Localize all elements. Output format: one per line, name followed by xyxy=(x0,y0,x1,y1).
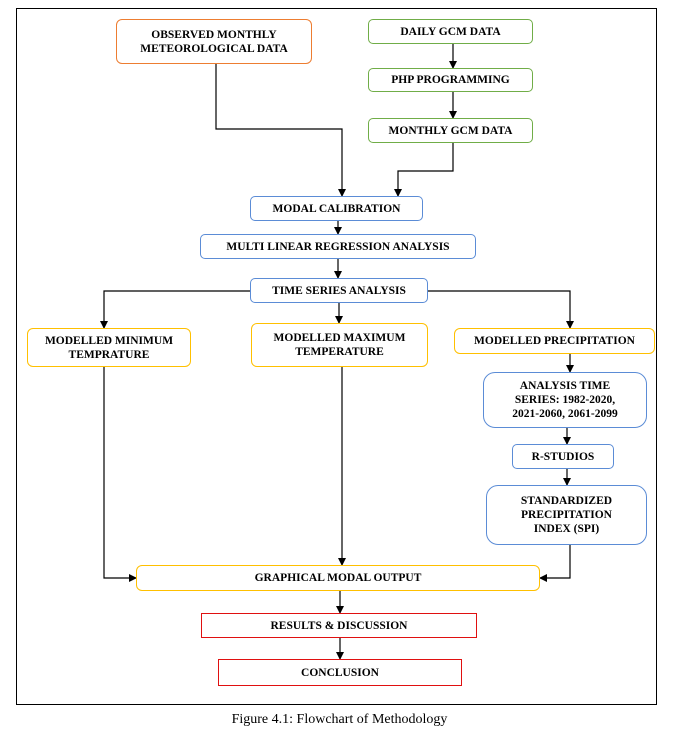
arrow-min-to-graphical xyxy=(103,367,137,582)
node-spi: STANDARDIZED PRECIPITATION INDEX (SPI) xyxy=(486,485,647,545)
node-results-discussion: RESULTS & DISCUSSION xyxy=(201,613,477,638)
node-modelled-precipitation: MODELLED PRECIPITATION xyxy=(454,328,655,354)
node-monthly-gcm-data: MONTHLY GCM DATA xyxy=(368,118,533,143)
node-conclusion: CONCLUSION xyxy=(218,659,462,686)
arrow-timeseries-to-precip xyxy=(428,290,574,329)
node-analysis-time-series: ANALYSIS TIME SERIES: 1982-2020, 2021-20… xyxy=(483,372,647,428)
node-graphical-modal-output: GRAPHICAL MODAL OUTPUT xyxy=(136,565,540,591)
node-modelled-minimum-temperature: MODELLED MINIMUM TEMPRATURE xyxy=(27,328,191,367)
node-r-studios: R-STUDIOS xyxy=(512,444,614,469)
arrow-observed-to-calibration xyxy=(215,64,346,197)
node-modal-calibration: MODAL CALIBRATION xyxy=(250,196,423,221)
node-daily-gcm-data: DAILY GCM DATA xyxy=(368,19,533,44)
node-observed-monthly-data: OBSERVED MONTHLY METEOROLOGICAL DATA xyxy=(116,19,312,64)
node-time-series-analysis: TIME SERIES ANALYSIS xyxy=(250,278,428,303)
arrow-monthly-to-calibration xyxy=(394,143,454,197)
node-php-programming: PHP PROGRAMMING xyxy=(368,68,533,92)
figure-caption: Figure 4.1: Flowchart of Methodology xyxy=(231,712,448,727)
figure-frame xyxy=(16,8,657,705)
node-multi-linear-regression: MULTI LINEAR REGRESSION ANALYSIS xyxy=(200,234,476,259)
node-modelled-maximum-temperature: MODELLED MAXIMUM TEMPERATURE xyxy=(251,323,428,367)
arrow-spi-to-graphical xyxy=(539,545,571,582)
arrow-timeseries-to-min xyxy=(100,290,250,329)
